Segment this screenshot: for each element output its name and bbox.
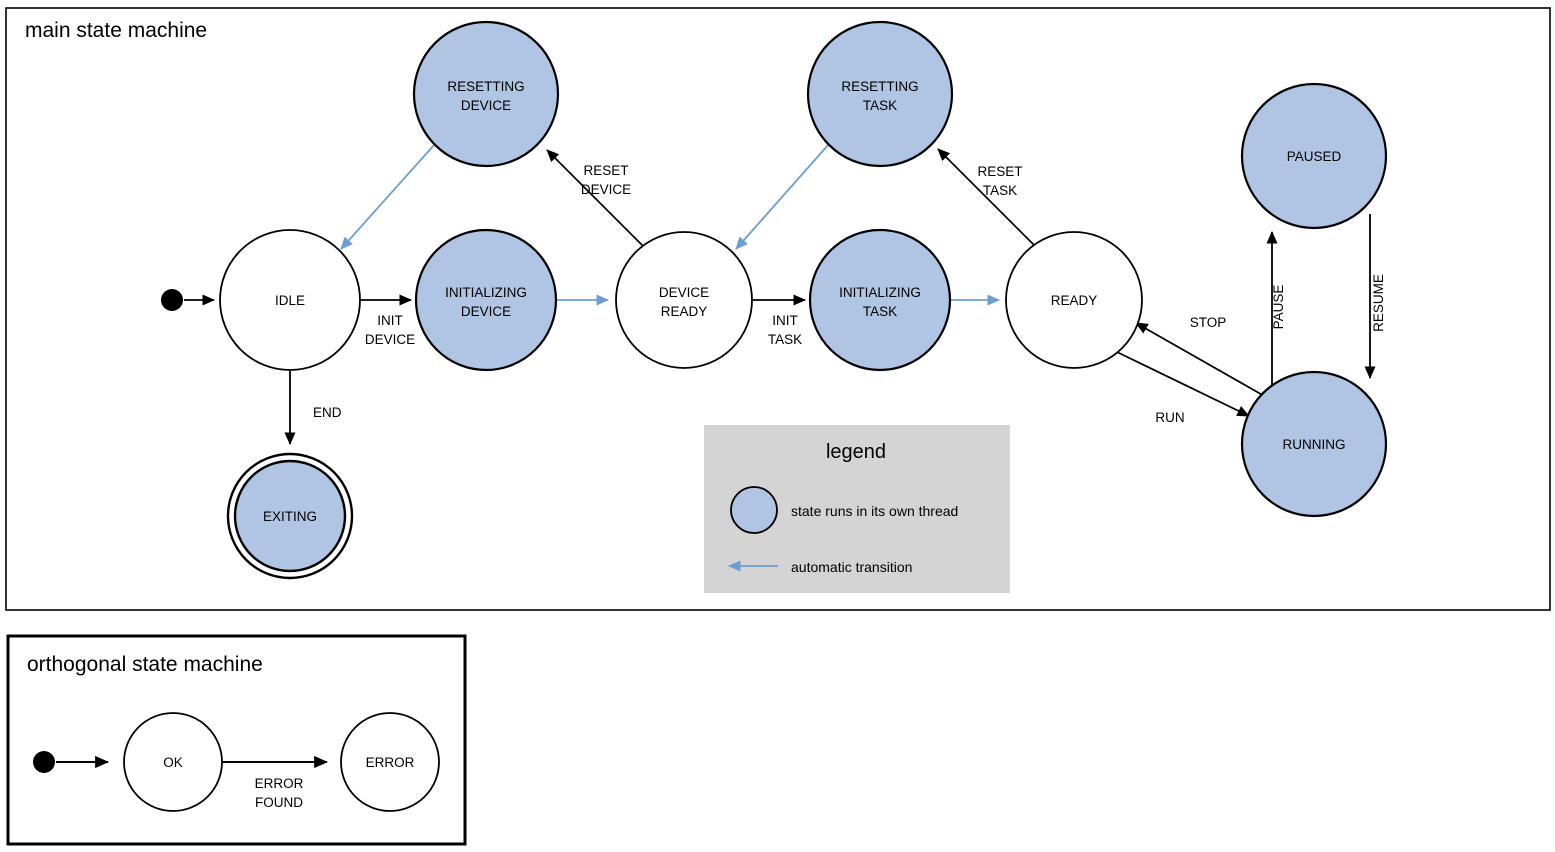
state-error[interactable]: ERROR [340,712,440,812]
orthogonal-frame-title: orthogonal state machine [27,653,263,676]
transition-running-to-ready: STOP [1135,315,1267,398]
transition-label-error-found-line2: FOUND [255,795,303,810]
orthogonal-transitions: ERROR FOUND [56,755,329,810]
state-running[interactable]: RUNNING [1240,370,1388,518]
transition-device-ready-to-resetting-device: RESET DEVICE [546,149,644,247]
transition-label-reset-device-line1: RESET [583,163,628,178]
transition-running-to-paused: PAUSE [1266,230,1286,386]
state-paused[interactable]: PAUSED [1240,82,1388,230]
state-circle[interactable] [1240,82,1388,230]
state-label: READY [1051,293,1098,308]
state-resetting-device[interactable]: RESETTING DEVICE [412,20,560,168]
state-label-line1: INITIALIZING [445,285,527,300]
state-label: OK [163,755,183,770]
legend: legend state runs in its own thread auto… [704,425,1010,593]
transition-label-init-task-line1: INIT [772,313,798,328]
state-circle[interactable] [1005,231,1143,369]
transition-ready-to-resetting-task: RESET TASK [937,148,1035,246]
transition-label-reset-task-line1: RESET [977,164,1022,179]
transition-resetting-device-to-idle [340,143,436,250]
state-resetting-task[interactable]: RESETTING TASK [806,20,954,168]
transition-label-resume: RESUME [1371,274,1386,332]
state-initializing-task[interactable]: INITIALIZING TASK [808,228,952,372]
state-label-line1: RESETTING [447,79,524,94]
initial-state-marker [161,289,183,311]
transition-label-init-device-line1: INIT [377,313,403,328]
legend-title: legend [826,441,886,463]
transition-label-reset-device-line2: DEVICE [581,182,631,197]
state-exiting[interactable]: EXITING [226,452,354,580]
state-device-ready[interactable]: DEVICE READY [615,231,753,369]
state-label: IDLE [275,293,305,308]
main-transitions: INIT DEVICE INIT TASK RESET DEVICE [184,143,1386,446]
orthogonal-state-machine-frame: orthogonal state machine ERROR FOUND OK … [6,634,467,846]
transition-label-run: RUN [1155,410,1184,425]
transition-idle-to-initializing-device: INIT DEVICE [360,294,415,347]
state-label-line1: INITIALIZING [839,285,921,300]
transition-ready-to-running: RUN [1116,351,1250,425]
transition-paused-to-running: RESUME [1364,214,1386,380]
state-circle[interactable] [1240,370,1388,518]
state-circle[interactable] [412,20,560,168]
transition-ok-to-error: ERROR FOUND [222,755,329,810]
transition-resetting-task-to-device-ready [735,143,830,250]
state-circle[interactable] [806,20,954,168]
transition-label-init-task-line2: TASK [768,332,802,347]
transition-idle-to-exiting: END [284,371,342,446]
state-initializing-device[interactable]: INITIALIZING DEVICE [414,228,558,372]
transition-label-stop: STOP [1190,315,1227,330]
state-ok[interactable]: OK [123,712,223,812]
state-label: PAUSED [1287,149,1342,164]
transition-label-reset-task-line2: TASK [983,183,1017,198]
edge-line [1135,322,1267,398]
state-circle[interactable] [414,228,558,372]
edge-line-auto [340,143,436,250]
initial-state-marker [33,751,55,773]
legend-thread-state-icon [730,486,778,534]
transition-device-ready-to-initializing-task: INIT TASK [753,294,807,347]
state-label-line1: RESETTING [841,79,918,94]
state-label-line2: DEVICE [461,98,511,113]
state-circle[interactable] [808,228,952,372]
state-idle[interactable]: IDLE [219,229,361,371]
legend-item-label-thread-state: state runs in its own thread [791,503,958,519]
state-label-line2: DEVICE [461,304,511,319]
state-circle[interactable] [123,712,223,812]
state-circle[interactable] [219,229,361,371]
transition-label-init-device-line2: DEVICE [365,332,415,347]
edge-line-auto [735,143,830,250]
state-label-line2: TASK [863,304,897,319]
transition-label-pause: PAUSE [1271,285,1286,330]
state-label: EXITING [263,509,317,524]
main-frame-title: main state machine [25,19,207,42]
edge-line [1116,351,1250,417]
transition-label-end: END [313,405,342,420]
state-circle[interactable] [340,712,440,812]
main-state-machine-frame: main state machine INIT DEVICE INIT TASK [5,7,1551,611]
transition-label-error-found-line1: ERROR [255,776,304,791]
state-label-line2: TASK [863,98,897,113]
state-circle[interactable] [615,231,753,369]
state-circle[interactable] [233,459,347,573]
edge-line [546,149,644,247]
legend-item-label-auto-transition: automatic transition [791,559,912,575]
state-label: RUNNING [1283,437,1346,452]
state-label: ERROR [366,755,415,770]
state-label-line1: DEVICE [659,285,709,300]
edge-line [937,148,1035,246]
state-label-line2: READY [661,304,708,319]
state-ready[interactable]: READY [1005,231,1143,369]
